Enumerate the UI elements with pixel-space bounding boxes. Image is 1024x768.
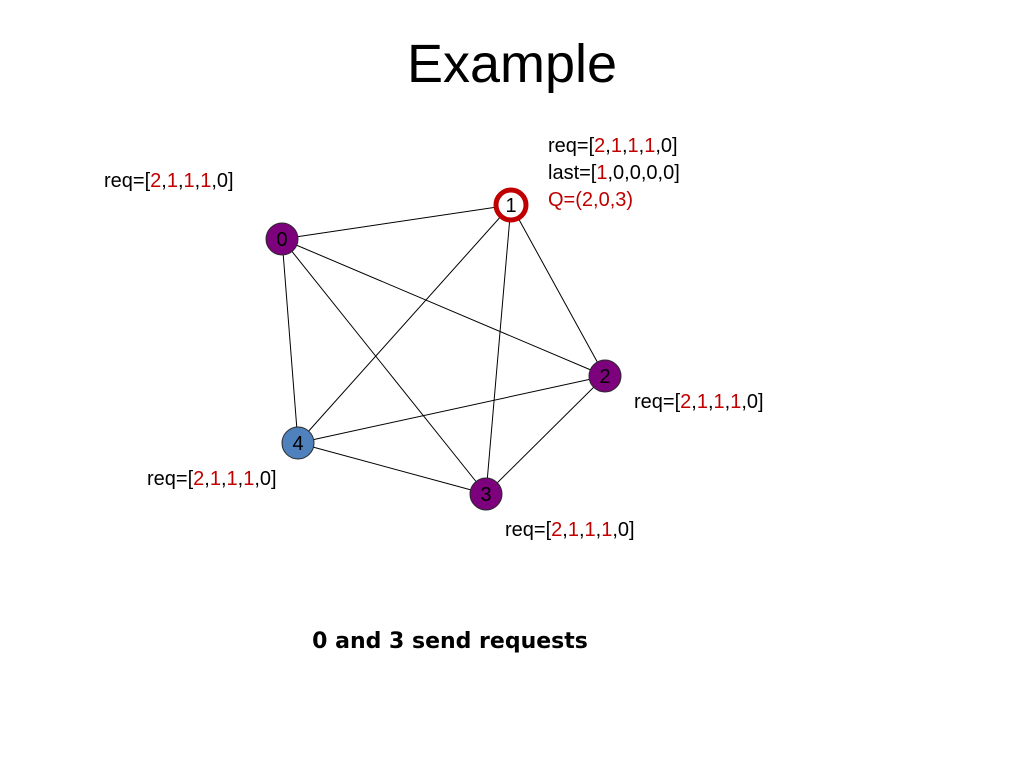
- graph-nodes: 0 1 2 3 4: [265, 187, 622, 511]
- node-0-req-label: req=[2,1,1,1,0]: [104, 170, 234, 192]
- edge-0-2: [281, 238, 606, 377]
- edge-0-1: [281, 204, 512, 240]
- node-3-req-label: req=[2,1,1,1,0]: [505, 519, 635, 541]
- node-2-circle: [588, 359, 622, 393]
- node-1-circle: [493, 187, 529, 223]
- node-1: 1: [493, 187, 529, 223]
- node-0: 0: [265, 222, 299, 256]
- edge-3-4: [297, 442, 487, 495]
- node-3-id: 3: [480, 484, 491, 506]
- node-4-circle: [281, 426, 315, 460]
- node-3-circle: [469, 477, 503, 511]
- node-1-last-label: last=[1,0,0,0,0]: [548, 162, 680, 184]
- node-2-id: 2: [599, 366, 610, 388]
- node-4-req-label: req=[2,1,1,1,0]: [147, 468, 277, 490]
- edge-1-4: [297, 204, 512, 444]
- node-4: 4: [281, 426, 315, 460]
- edge-1-3: [485, 204, 512, 495]
- edge-1-2: [510, 204, 606, 377]
- node-2-req-label: req=[2,1,1,1,0]: [634, 391, 764, 413]
- edge-0-4: [281, 238, 299, 444]
- node-1-queue-label: Q=(2,0,3): [548, 189, 634, 211]
- node-0-id: 0: [276, 229, 287, 251]
- edge-2-3: [485, 375, 606, 495]
- edge-2-4: [297, 375, 606, 444]
- node-2: 2: [588, 359, 622, 393]
- node-0-circle: [265, 222, 299, 256]
- node-1-id: 1: [505, 195, 516, 217]
- node-1-req-label: req=[2,1,1,1,0]: [548, 135, 678, 157]
- graph-edges: [281, 204, 606, 495]
- edge-0-3: [281, 238, 487, 495]
- slide-title: Example: [406, 34, 618, 94]
- node-4-id: 4: [292, 433, 303, 455]
- node-3: 3: [469, 477, 503, 511]
- slide-caption: 0 and 3 send requests: [312, 629, 588, 654]
